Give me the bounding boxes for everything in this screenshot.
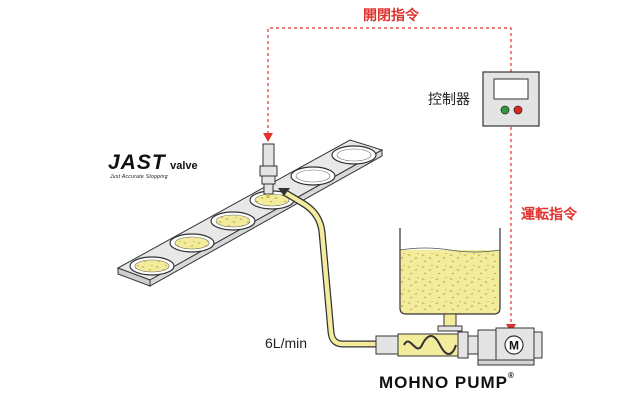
run-command-label: 運転指令 bbox=[521, 207, 577, 223]
cup-filled bbox=[169, 233, 215, 253]
hopper-tank bbox=[399, 228, 501, 315]
jast-logo-tagline: Just Accurate Stopping bbox=[110, 174, 168, 180]
registered-mark: ® bbox=[508, 371, 515, 380]
flow-arrow-icon bbox=[278, 188, 290, 196]
controller-label: 控制器 bbox=[428, 92, 470, 108]
jast-valve-nozzle bbox=[259, 143, 278, 198]
red-indicator-icon bbox=[513, 105, 523, 115]
pump-inlet bbox=[437, 313, 463, 332]
cup-empty bbox=[331, 145, 377, 165]
jast-valve-logo: JAST valve bbox=[108, 152, 198, 173]
jast-logo-main: JAST bbox=[108, 151, 166, 174]
open-close-command-line bbox=[267, 27, 512, 135]
mohno-pump: M bbox=[375, 327, 543, 366]
open-close-command-label: 開閉指令 bbox=[363, 8, 419, 24]
green-indicator-icon bbox=[500, 105, 510, 115]
mohno-pump-logo: MOHNO PUMP® bbox=[379, 371, 515, 392]
command-lines bbox=[267, 27, 512, 325]
cup-filled bbox=[210, 211, 256, 231]
motor-icon bbox=[504, 335, 524, 355]
controller-box bbox=[482, 71, 540, 127]
cup-filled bbox=[129, 256, 175, 276]
delivery-hose bbox=[282, 188, 378, 348]
flow-rate-label: 6L/min bbox=[265, 335, 308, 351]
jast-logo-sub: valve bbox=[170, 160, 198, 172]
mohno-pump-text: MOHNO PUMP bbox=[379, 373, 508, 392]
motor-letter: M bbox=[509, 339, 519, 353]
cup-empty bbox=[290, 166, 336, 186]
open-close-arrow-icon bbox=[263, 133, 273, 142]
